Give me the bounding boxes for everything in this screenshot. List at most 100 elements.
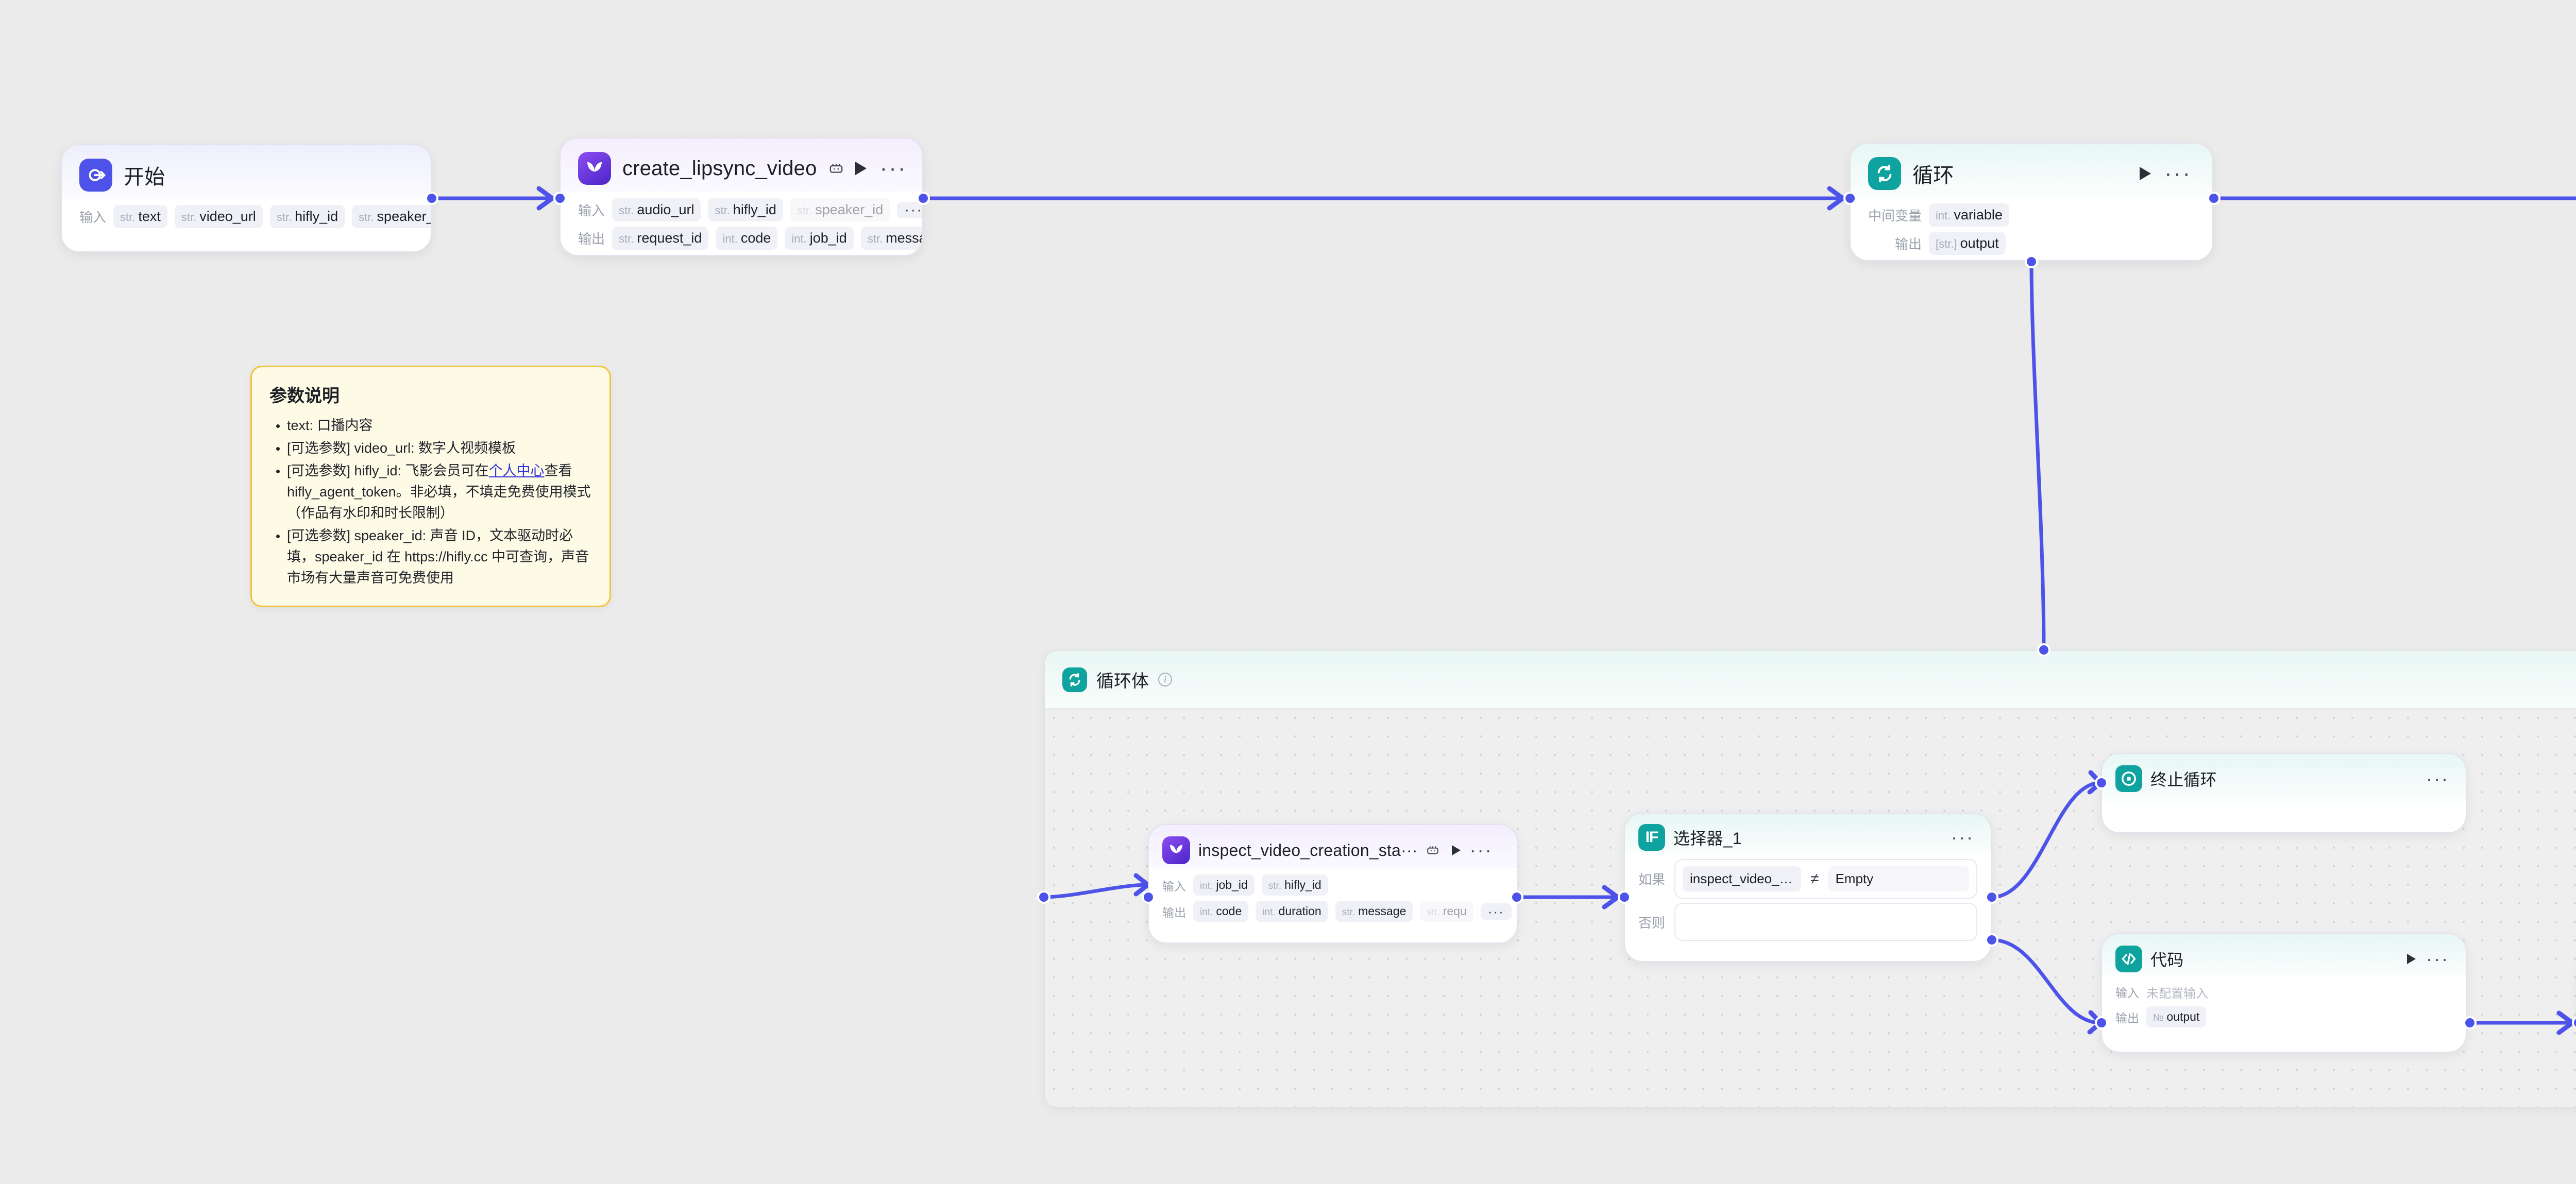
condition-operator[interactable]: ≠ bbox=[1810, 870, 1819, 887]
io-chip[interactable]: int.job_id bbox=[1193, 874, 1255, 896]
chip-type: int. bbox=[1262, 907, 1276, 918]
chip-name: text bbox=[138, 209, 161, 224]
port-in-loop[interactable] bbox=[1843, 192, 1857, 205]
node-actions: ··· bbox=[855, 156, 910, 181]
note-link-personal-center[interactable]: 个人中心 bbox=[488, 463, 545, 479]
io-chip[interactable]: int.code bbox=[1193, 901, 1249, 922]
input-label: 输入 bbox=[578, 203, 605, 218]
port-in-break-loop[interactable] bbox=[2095, 776, 2108, 790]
io-chip[interactable]: str.requ bbox=[1420, 901, 1473, 922]
node-loop[interactable]: 循环 ··· 中间变量 int.variable 输出 [str.]output bbox=[1850, 143, 2213, 261]
io-chip[interactable]: str.message bbox=[860, 227, 922, 250]
io-chip[interactable]: int.code bbox=[716, 227, 778, 250]
node-header: 循环 ··· bbox=[1851, 144, 2212, 197]
chip-type: str. bbox=[796, 204, 812, 217]
node-header: create_lipsync_video ··· bbox=[561, 139, 922, 192]
chip-type: int. bbox=[722, 232, 738, 245]
port-bottom-loop[interactable] bbox=[2025, 255, 2038, 268]
chip-name: speaker_id bbox=[377, 209, 431, 224]
run-button[interactable] bbox=[2140, 167, 2151, 180]
more-menu-button[interactable]: ··· bbox=[1951, 827, 1974, 848]
io-chip[interactable]: int.duration bbox=[1256, 901, 1328, 922]
port-out-selector-if[interactable] bbox=[1985, 890, 1998, 904]
loop-body-title: 循环体 bbox=[1096, 672, 1149, 691]
inputs-row: 输入 int.job_id str.hifly_id bbox=[1162, 874, 1503, 896]
port-loop-body-top[interactable] bbox=[2037, 643, 2050, 657]
loop-body-header: 循环体 i bbox=[1045, 651, 2576, 709]
chip-name: video_url bbox=[199, 209, 256, 224]
note-item-text: [可选参数] hifly_id: 飞影会员可在 bbox=[287, 463, 489, 479]
condition-right-field[interactable]: Empty bbox=[1828, 866, 1969, 891]
port-in-code[interactable] bbox=[2095, 1016, 2108, 1029]
note-item-text: [可选参数] video_url: 数字人视频模板 bbox=[287, 440, 516, 456]
io-chip[interactable]: str.hifly_id bbox=[269, 205, 345, 228]
node-create-lipsync-video[interactable]: create_lipsync_video ··· 输入 str.audio_ur… bbox=[560, 138, 923, 256]
if-condition-box[interactable]: inspect_video_cr··· ≠ Empty bbox=[1674, 859, 1977, 899]
node-start[interactable]: 开始 输入 str.text str.video_url str.hifly_i… bbox=[61, 144, 432, 252]
start-icon bbox=[79, 159, 112, 192]
more-menu-button[interactable]: ··· bbox=[879, 156, 907, 181]
run-button[interactable] bbox=[1451, 845, 1461, 855]
port-in-lipsync[interactable] bbox=[553, 192, 567, 205]
port-out-loop[interactable] bbox=[2207, 192, 2221, 205]
more-menu-button[interactable]: ··· bbox=[1469, 839, 1493, 861]
port-out-lipsync[interactable] bbox=[917, 192, 930, 205]
io-chip[interactable]: str.speaker_id bbox=[790, 198, 890, 221]
io-chip[interactable]: str.hifly_id bbox=[708, 198, 783, 221]
run-button[interactable] bbox=[2407, 954, 2416, 964]
io-chip[interactable]: str.message bbox=[1335, 901, 1413, 922]
io-chip[interactable]: str.audio_url bbox=[612, 198, 701, 221]
inputs-row: 输入 str.text str.video_url str.hifly_id s… bbox=[79, 205, 431, 228]
port-out-code[interactable] bbox=[2463, 1016, 2477, 1029]
io-chip[interactable]: str.request_id bbox=[612, 227, 709, 250]
io-overflow-chip[interactable]: ··· bbox=[1480, 903, 1512, 920]
else-condition-box[interactable] bbox=[1674, 903, 1977, 941]
parameter-note[interactable]: 参数说明 text: 口播内容 [可选参数] video_url: 数字人视频模… bbox=[250, 366, 611, 608]
else-label: 否则 bbox=[1638, 915, 1666, 931]
io-chip[interactable]: int.variable bbox=[1929, 203, 2009, 227]
io-chip[interactable]: str.text bbox=[113, 205, 167, 228]
port-out-inspect[interactable] bbox=[1510, 890, 1523, 904]
input-label: 输入 bbox=[1162, 879, 1186, 893]
output-label: 输出 bbox=[2115, 1011, 2139, 1025]
condition-left-field[interactable]: inspect_video_cr··· bbox=[1683, 866, 1801, 891]
port-in-inspect[interactable] bbox=[1142, 890, 1155, 904]
io-chip[interactable]: str.video_url bbox=[174, 205, 263, 228]
node-inspect-video-creation-status[interactable]: inspect_video_creation_sta··· ··· 输入 int… bbox=[1148, 824, 1518, 943]
plugin-icon bbox=[578, 152, 611, 185]
run-button[interactable] bbox=[855, 162, 867, 175]
chip-type: str. bbox=[715, 204, 730, 217]
chip-name: hifly_id bbox=[1284, 878, 1321, 891]
info-icon[interactable]: i bbox=[1158, 673, 1172, 687]
outputs-row: 输出 int.code int.duration str.message str… bbox=[1162, 901, 1512, 922]
io-chip[interactable]: str.speaker_id bbox=[352, 205, 431, 228]
chip-type: str. bbox=[1342, 907, 1355, 918]
input-label: 输入 bbox=[79, 210, 107, 225]
node-selector-1[interactable]: IF 选择器_1 ··· 如果 inspect_video_cr··· ≠ Em… bbox=[1624, 813, 1992, 962]
more-menu-button[interactable]: ··· bbox=[2426, 948, 2449, 969]
io-overflow-chip[interactable]: ··· bbox=[897, 201, 922, 218]
port-out-selector-else[interactable] bbox=[1985, 933, 1998, 947]
port-loop-body-left[interactable] bbox=[1037, 890, 1050, 904]
node-break-loop[interactable]: 终止循环 ··· bbox=[2101, 753, 2467, 833]
chip-name: code bbox=[1216, 904, 1242, 918]
chip-type: str. bbox=[619, 204, 634, 217]
more-menu-button[interactable]: ··· bbox=[2426, 768, 2449, 789]
port-in-selector[interactable] bbox=[1618, 890, 1631, 904]
port-out-start[interactable] bbox=[425, 192, 438, 205]
note-item-text: [可选参数] speaker_id: 声音 ID，文本驱动时必填，speaker… bbox=[287, 528, 589, 586]
input-label: 输入 bbox=[2115, 986, 2139, 1000]
node-title: 终止循环 bbox=[2150, 770, 2217, 789]
more-menu-button[interactable]: ··· bbox=[2164, 161, 2192, 186]
chip-type: str. bbox=[867, 232, 883, 245]
io-chip[interactable]: str.hifly_id bbox=[1261, 874, 1328, 896]
plugin-tool-icon bbox=[828, 161, 844, 176]
io-chip[interactable]: [str.]output bbox=[1929, 232, 2006, 255]
note-item-text: 查看 hifly_agent_token。非必填，不填走免费使用模式（作品有水印… bbox=[287, 463, 591, 521]
io-chip[interactable]: int.job_id bbox=[785, 227, 854, 250]
intermediate-var-label: 中间变量 bbox=[1868, 208, 1922, 224]
